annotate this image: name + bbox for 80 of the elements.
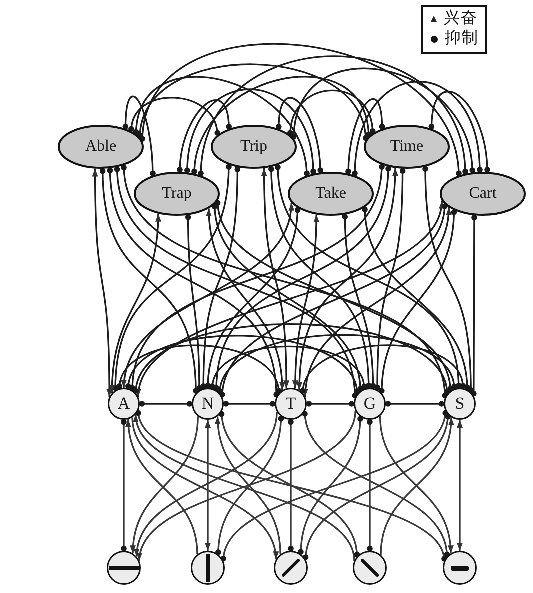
double-arrow [292, 214, 320, 389]
word-ellipse: Take [288, 172, 374, 216]
letter-circle: T [275, 388, 307, 420]
dot-ended-line [122, 96, 156, 176]
legend-label: 抑制 [445, 29, 479, 49]
dot-ended-line [121, 419, 127, 552]
dot-ended-line [346, 98, 386, 175]
letter-circle: G [354, 388, 386, 420]
word-ellipse: Cart [440, 172, 526, 216]
dot-ended-line [385, 401, 445, 407]
double-arrow [109, 214, 162, 394]
dot-ended-line [306, 401, 355, 407]
dot-ended-line [126, 335, 360, 395]
double-arrow [92, 168, 113, 397]
feature-circle [353, 551, 387, 585]
double-arrow [261, 168, 290, 389]
dot-ended-line [298, 416, 364, 555]
dot-ended-line [205, 207, 300, 389]
feature-circle [107, 551, 141, 585]
dot-ended-line [352, 80, 483, 176]
dot-ended-line [139, 401, 193, 407]
double-arrow [457, 420, 463, 551]
double-arrow [297, 168, 398, 390]
dot-ended-line [114, 166, 358, 399]
word-ellipse: Time [364, 125, 450, 169]
dot-ended-line [177, 100, 232, 173]
dot-ended-line [288, 90, 376, 136]
dot-ended-line [128, 97, 220, 136]
feature-circle [191, 551, 225, 585]
letter-circle: S [444, 388, 476, 420]
dot-ended-line [218, 334, 457, 394]
dot-ended-line [130, 164, 385, 392]
dot-ended-line [192, 76, 372, 175]
dot-ended-line [221, 410, 448, 562]
dot-ended-line [223, 401, 276, 407]
dot-ended-line [342, 214, 376, 389]
double-arrow [122, 202, 294, 388]
dot-ended-line [362, 206, 470, 391]
dot-ended-line [100, 168, 199, 394]
legend-label: 兴奋 [444, 9, 478, 29]
dot-ended-line [471, 214, 478, 397]
dot-ended-line [214, 166, 392, 392]
dot-ended-line [300, 344, 466, 394]
word-ellipse: Trip [211, 125, 297, 169]
letter-circle: N [192, 388, 224, 420]
dot-ended-line [275, 164, 462, 389]
letter-circle: A [108, 388, 140, 420]
dot-ended-line [212, 204, 364, 392]
dot-ended-line [219, 411, 360, 558]
dot-ended-line [134, 76, 310, 177]
dot-ended-line [185, 214, 202, 392]
dot-ended-line [422, 166, 474, 394]
word-ellipse: Able [58, 125, 144, 169]
dot-ended-line [291, 68, 476, 174]
dot-ended-line [140, 44, 462, 177]
double-arrow [206, 208, 285, 390]
dot-ended-line [117, 344, 282, 394]
dot-ended-line [136, 410, 447, 562]
dot-ended-line [210, 346, 367, 390]
dot-ended-line [379, 210, 457, 394]
dot-ended-line [428, 91, 490, 173]
dot-ended-line [198, 56, 468, 177]
double-arrow [303, 207, 452, 398]
dot-ended-line [367, 419, 373, 552]
dot-ended-line [112, 164, 232, 392]
double-arrow [205, 420, 211, 551]
dot-ended-line [122, 164, 448, 399]
double-arrow [138, 200, 443, 398]
dot-ended-line [138, 64, 368, 142]
feature-circle [443, 551, 477, 585]
dot-ended-line [134, 324, 450, 395]
dot-ended-line [276, 97, 324, 174]
word-ellipse: Trap [134, 172, 220, 216]
dot-ended-line [108, 168, 280, 398]
dot-ended-line [268, 166, 372, 389]
dot-ended-line [288, 419, 294, 552]
dot-ended-line [184, 88, 316, 175]
dot-ended-line [374, 168, 406, 391]
feature-circle [274, 551, 308, 585]
dot-ended-line [200, 166, 241, 390]
